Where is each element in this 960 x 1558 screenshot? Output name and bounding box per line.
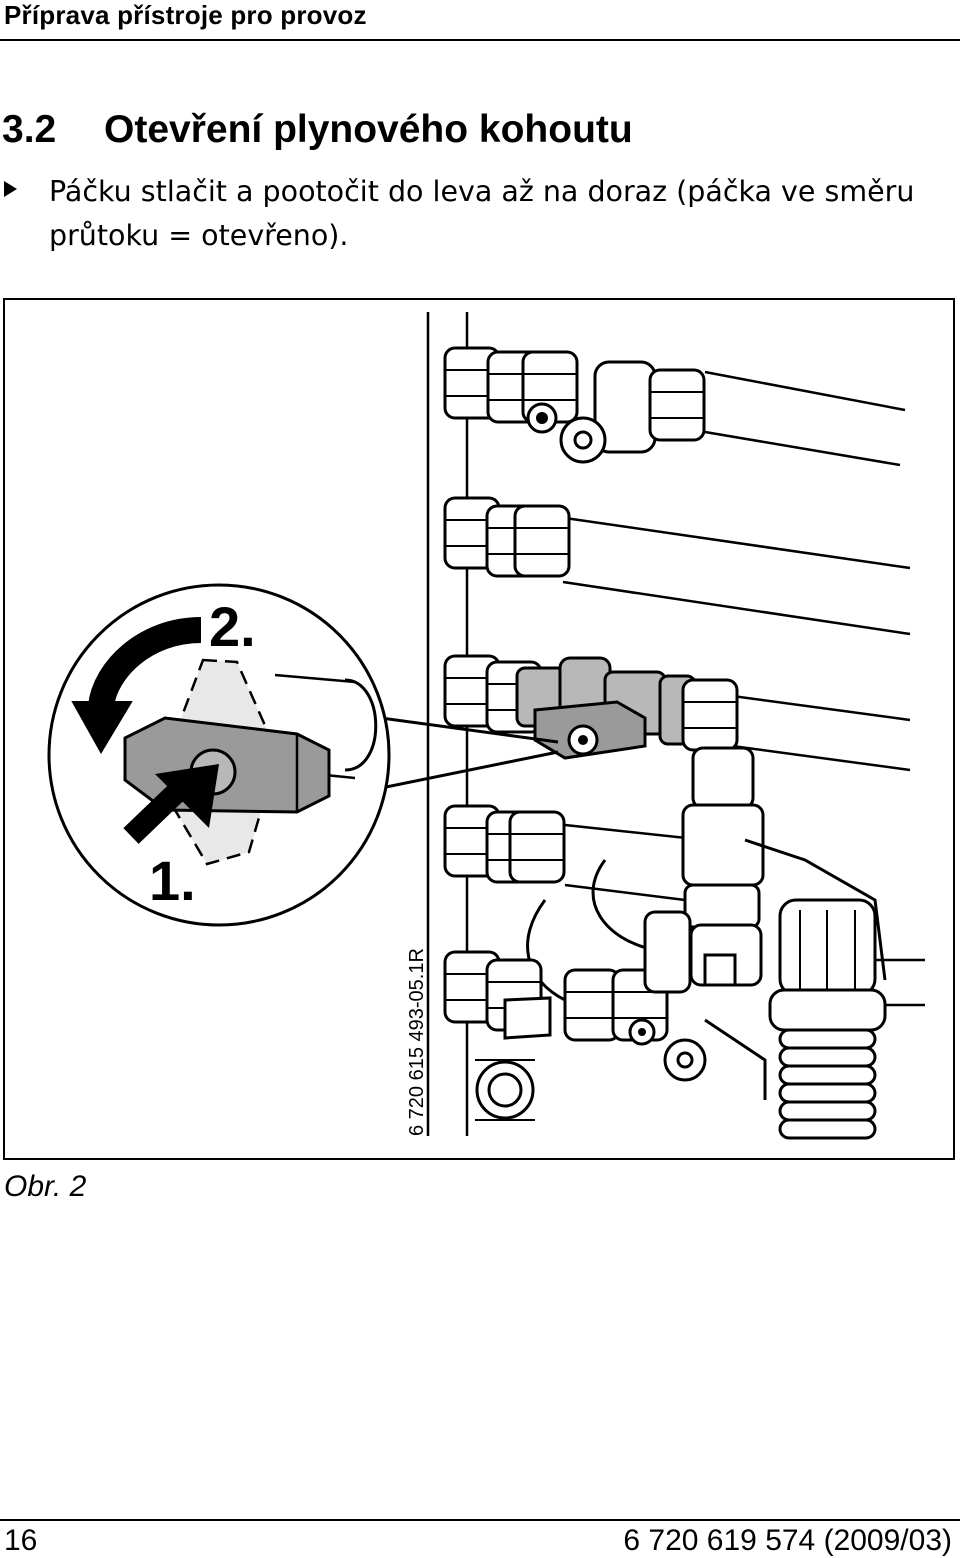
section-heading: 3.2 Otevření plynového kohoutu xyxy=(0,108,960,158)
fitting-row-1 xyxy=(443,346,906,467)
footer-divider xyxy=(0,1519,960,1521)
step-2-label: 2. xyxy=(209,595,256,658)
step-1-label: 1. xyxy=(149,849,196,912)
running-header: Příprava přístroje pro provoz xyxy=(4,0,367,30)
document-id: 6 720 619 574 (2009/03) xyxy=(623,1524,952,1557)
instruction-text: Páčku stlačit a pootočit do leva až na d… xyxy=(49,175,915,252)
figure-code: 6 720 615 493-05.1R xyxy=(406,948,428,1136)
section-number: 3.2 xyxy=(2,108,57,151)
fitting-row-3-gas-cock xyxy=(443,654,911,772)
fitting-row-5 xyxy=(443,910,767,1121)
triangle-bullet-icon xyxy=(4,181,17,197)
figure-frame: 2. 1. 6 720 615 493-05.1R xyxy=(3,298,955,1160)
siphon-drain xyxy=(768,898,925,1140)
detail-zoom-circle: 2. 1. xyxy=(47,583,391,927)
header-divider xyxy=(0,39,960,41)
figure-caption: Obr. 2 xyxy=(4,1170,87,1203)
fitting-row-2 xyxy=(443,496,911,636)
vertical-pipe-union xyxy=(681,746,887,987)
callout-pointer xyxy=(380,716,559,790)
page-number: 16 xyxy=(4,1524,38,1557)
gas-valve-illustration: 2. 1. 6 720 615 493-05.1R xyxy=(47,312,925,1140)
section-title: Otevření plynového kohoutu xyxy=(104,108,633,151)
